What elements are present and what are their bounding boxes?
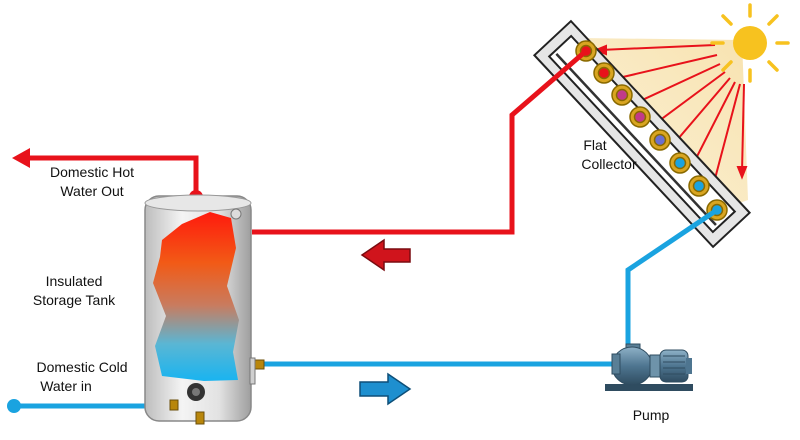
hot-water-out-pipe (28, 155, 199, 197)
arrow-left-icon (360, 238, 411, 272)
hot-water-out-label-line1: Domestic Hot (50, 164, 134, 180)
pump-label: Pump (633, 407, 670, 423)
sun-icon (710, 3, 790, 83)
hot-pipe-collector-to-tank (252, 49, 588, 235)
hot-water-out-label-line2: Water Out (60, 183, 123, 199)
tank-label-line1: Insulated (46, 273, 103, 289)
flat-collector-icon (532, 19, 752, 249)
tank-label-line2: Storage Tank (33, 292, 116, 308)
tank-water-gradient (153, 212, 239, 381)
pump-icon (605, 343, 693, 391)
storage-tank-icon (144, 194, 265, 425)
cold-inlet-dot (7, 399, 21, 413)
collector-label-line2: Collector (581, 156, 637, 172)
cold-water-in-label-line2: Water in (40, 378, 92, 394)
collector-label-line1: Flat (583, 137, 606, 153)
hot-water-out-arrow-head (12, 148, 30, 168)
cold-pipe-collector-to-pump (625, 207, 719, 345)
cold-water-in-label-line1: Domestic Cold (36, 359, 127, 375)
arrow-right-icon (359, 372, 412, 406)
